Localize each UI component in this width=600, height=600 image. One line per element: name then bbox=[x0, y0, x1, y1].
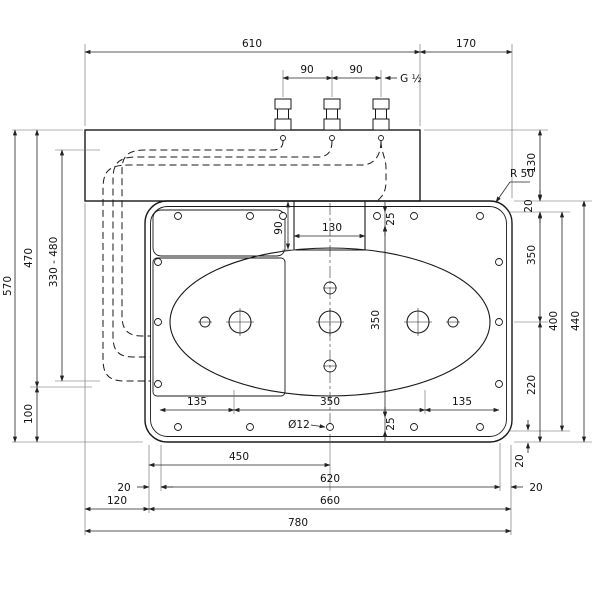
thread-size-label: G ½ bbox=[400, 73, 422, 85]
dim-25-upper-label: 25 bbox=[385, 212, 397, 225]
dim-90-cutout-label: 90 bbox=[273, 221, 285, 234]
connector-fitting bbox=[274, 98, 292, 141]
hose-path bbox=[112, 140, 333, 358]
hose-path bbox=[102, 140, 382, 382]
left-block bbox=[152, 257, 286, 397]
dim-20-upper-right-label: 20 bbox=[523, 199, 535, 212]
dim-hose-range-label: 330 - 480 bbox=[48, 237, 60, 288]
dim-350-inner-label: 350 bbox=[370, 310, 382, 330]
dim-135-right-label: 135 bbox=[452, 396, 472, 408]
dim-660-label: 660 bbox=[320, 495, 340, 507]
dim-440-label: 440 bbox=[570, 311, 582, 331]
dim-220-right-label: 220 bbox=[526, 375, 538, 395]
dim-90-right-label: 90 bbox=[349, 64, 362, 76]
dim-570-label: 570 bbox=[2, 276, 14, 296]
hose-path bbox=[121, 140, 284, 337]
top-connectors bbox=[274, 98, 390, 141]
upper-left-block bbox=[152, 209, 286, 257]
connector-fitting bbox=[323, 98, 341, 141]
dim-20-bottom-right-label: 20 bbox=[529, 482, 542, 494]
dim-620-label: 620 bbox=[320, 473, 340, 485]
top-cutout bbox=[293, 201, 366, 251]
bolt-holes bbox=[154, 212, 503, 431]
dim-135-left-label: 135 bbox=[187, 396, 207, 408]
dim-130-cutout-label: 130 bbox=[322, 222, 342, 234]
hole-diameter-label: Ø12 bbox=[288, 419, 310, 431]
hose-lines bbox=[102, 140, 387, 382]
body-outer-outline bbox=[144, 200, 513, 443]
radius-r50-label: R 50 bbox=[510, 168, 534, 180]
dim-25-lower-label: 25 bbox=[385, 417, 397, 430]
dim-170-label: 170 bbox=[456, 38, 476, 50]
extension-lines bbox=[12, 44, 592, 535]
dim-350-holes-label: 350 bbox=[320, 396, 340, 408]
dim-90-left-label: 90 bbox=[300, 64, 313, 76]
dim-130-right-label: 130 bbox=[526, 153, 538, 173]
body-inner-outline bbox=[150, 206, 507, 437]
connector-fitting bbox=[372, 98, 390, 141]
hose-path bbox=[375, 140, 387, 203]
dim-470-label: 470 bbox=[23, 248, 35, 268]
dim-780-label: 780 bbox=[288, 517, 308, 529]
dim-100-label: 100 bbox=[23, 404, 35, 424]
dimension-labels: 610 170 90 90 G ½ R 50 570 470 100 330 -… bbox=[2, 38, 582, 529]
main-body bbox=[144, 200, 513, 443]
function-holes bbox=[198, 281, 460, 373]
dim-350-right-label: 350 bbox=[526, 245, 538, 265]
dim-610-label: 610 bbox=[242, 38, 262, 50]
dimension-lines bbox=[12, 49, 587, 534]
dim-450-label: 450 bbox=[229, 451, 249, 463]
dim-400-label: 400 bbox=[548, 311, 560, 331]
dim-20-lower-right-label: 20 bbox=[514, 454, 526, 467]
dim-120-label: 120 bbox=[107, 495, 127, 507]
dim-20-bottom-left-label: 20 bbox=[117, 482, 130, 494]
